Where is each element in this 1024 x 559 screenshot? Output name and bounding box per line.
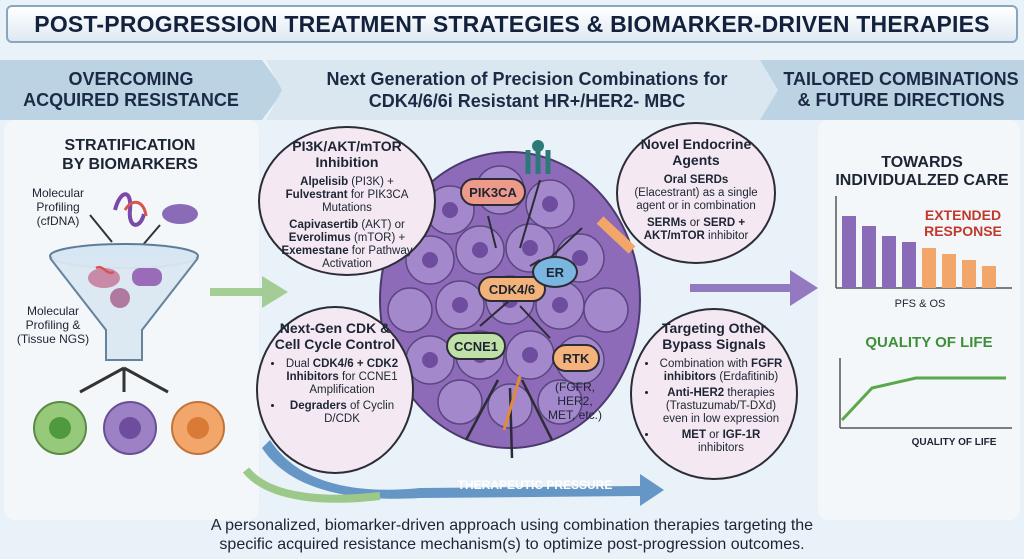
- protein-icon: [162, 204, 198, 224]
- therapeutic-pressure-label: THERAPEUTIC PRESSURE: [457, 478, 613, 492]
- pfs-os-bar-graphic: [835, 196, 1012, 289]
- quality-of-life-axis-label: QUALITY OF LIFE: [911, 437, 997, 448]
- pfs-os-label: PFS & OS: [894, 298, 946, 310]
- center-heading: Next Generation of Precision Combination…: [326, 69, 728, 111]
- right-heading: TAILORED COMBINATIONS& FUTURE DIRECTIONS: [783, 69, 1019, 110]
- footer-summary: A personalized, biomarker-driven approac…: [210, 517, 814, 553]
- node-rtk: RTK: [552, 344, 600, 372]
- node-cdk46: CDK4/6: [478, 276, 546, 302]
- right-column-panel: [818, 120, 1020, 520]
- rtk-sublabel: (FGFR,HER2,MET, etc.): [547, 380, 602, 422]
- node-pik3ca: PIK3CA: [460, 178, 526, 206]
- biomarker-funnel-graphic: [33, 192, 225, 455]
- node-er: ER: [532, 256, 578, 288]
- page-title-banner: POST-PROGRESSION TREATMENT STRATEGIES & …: [6, 5, 1018, 43]
- quality-of-life-line-graphic: [839, 358, 1012, 429]
- dna-helix-icon: [113, 192, 146, 227]
- node-ccne1: CCNE1: [446, 332, 506, 360]
- next-gen-cdk-bubble: Next-Gen CDK &Cell Cycle Control Dual CD…: [256, 306, 414, 474]
- quality-of-life-title: QUALITY OF LIFE: [865, 334, 993, 351]
- header-chevrons: [0, 60, 1024, 120]
- page-title: POST-PROGRESSION TREATMENT STRATEGIES & …: [34, 10, 990, 37]
